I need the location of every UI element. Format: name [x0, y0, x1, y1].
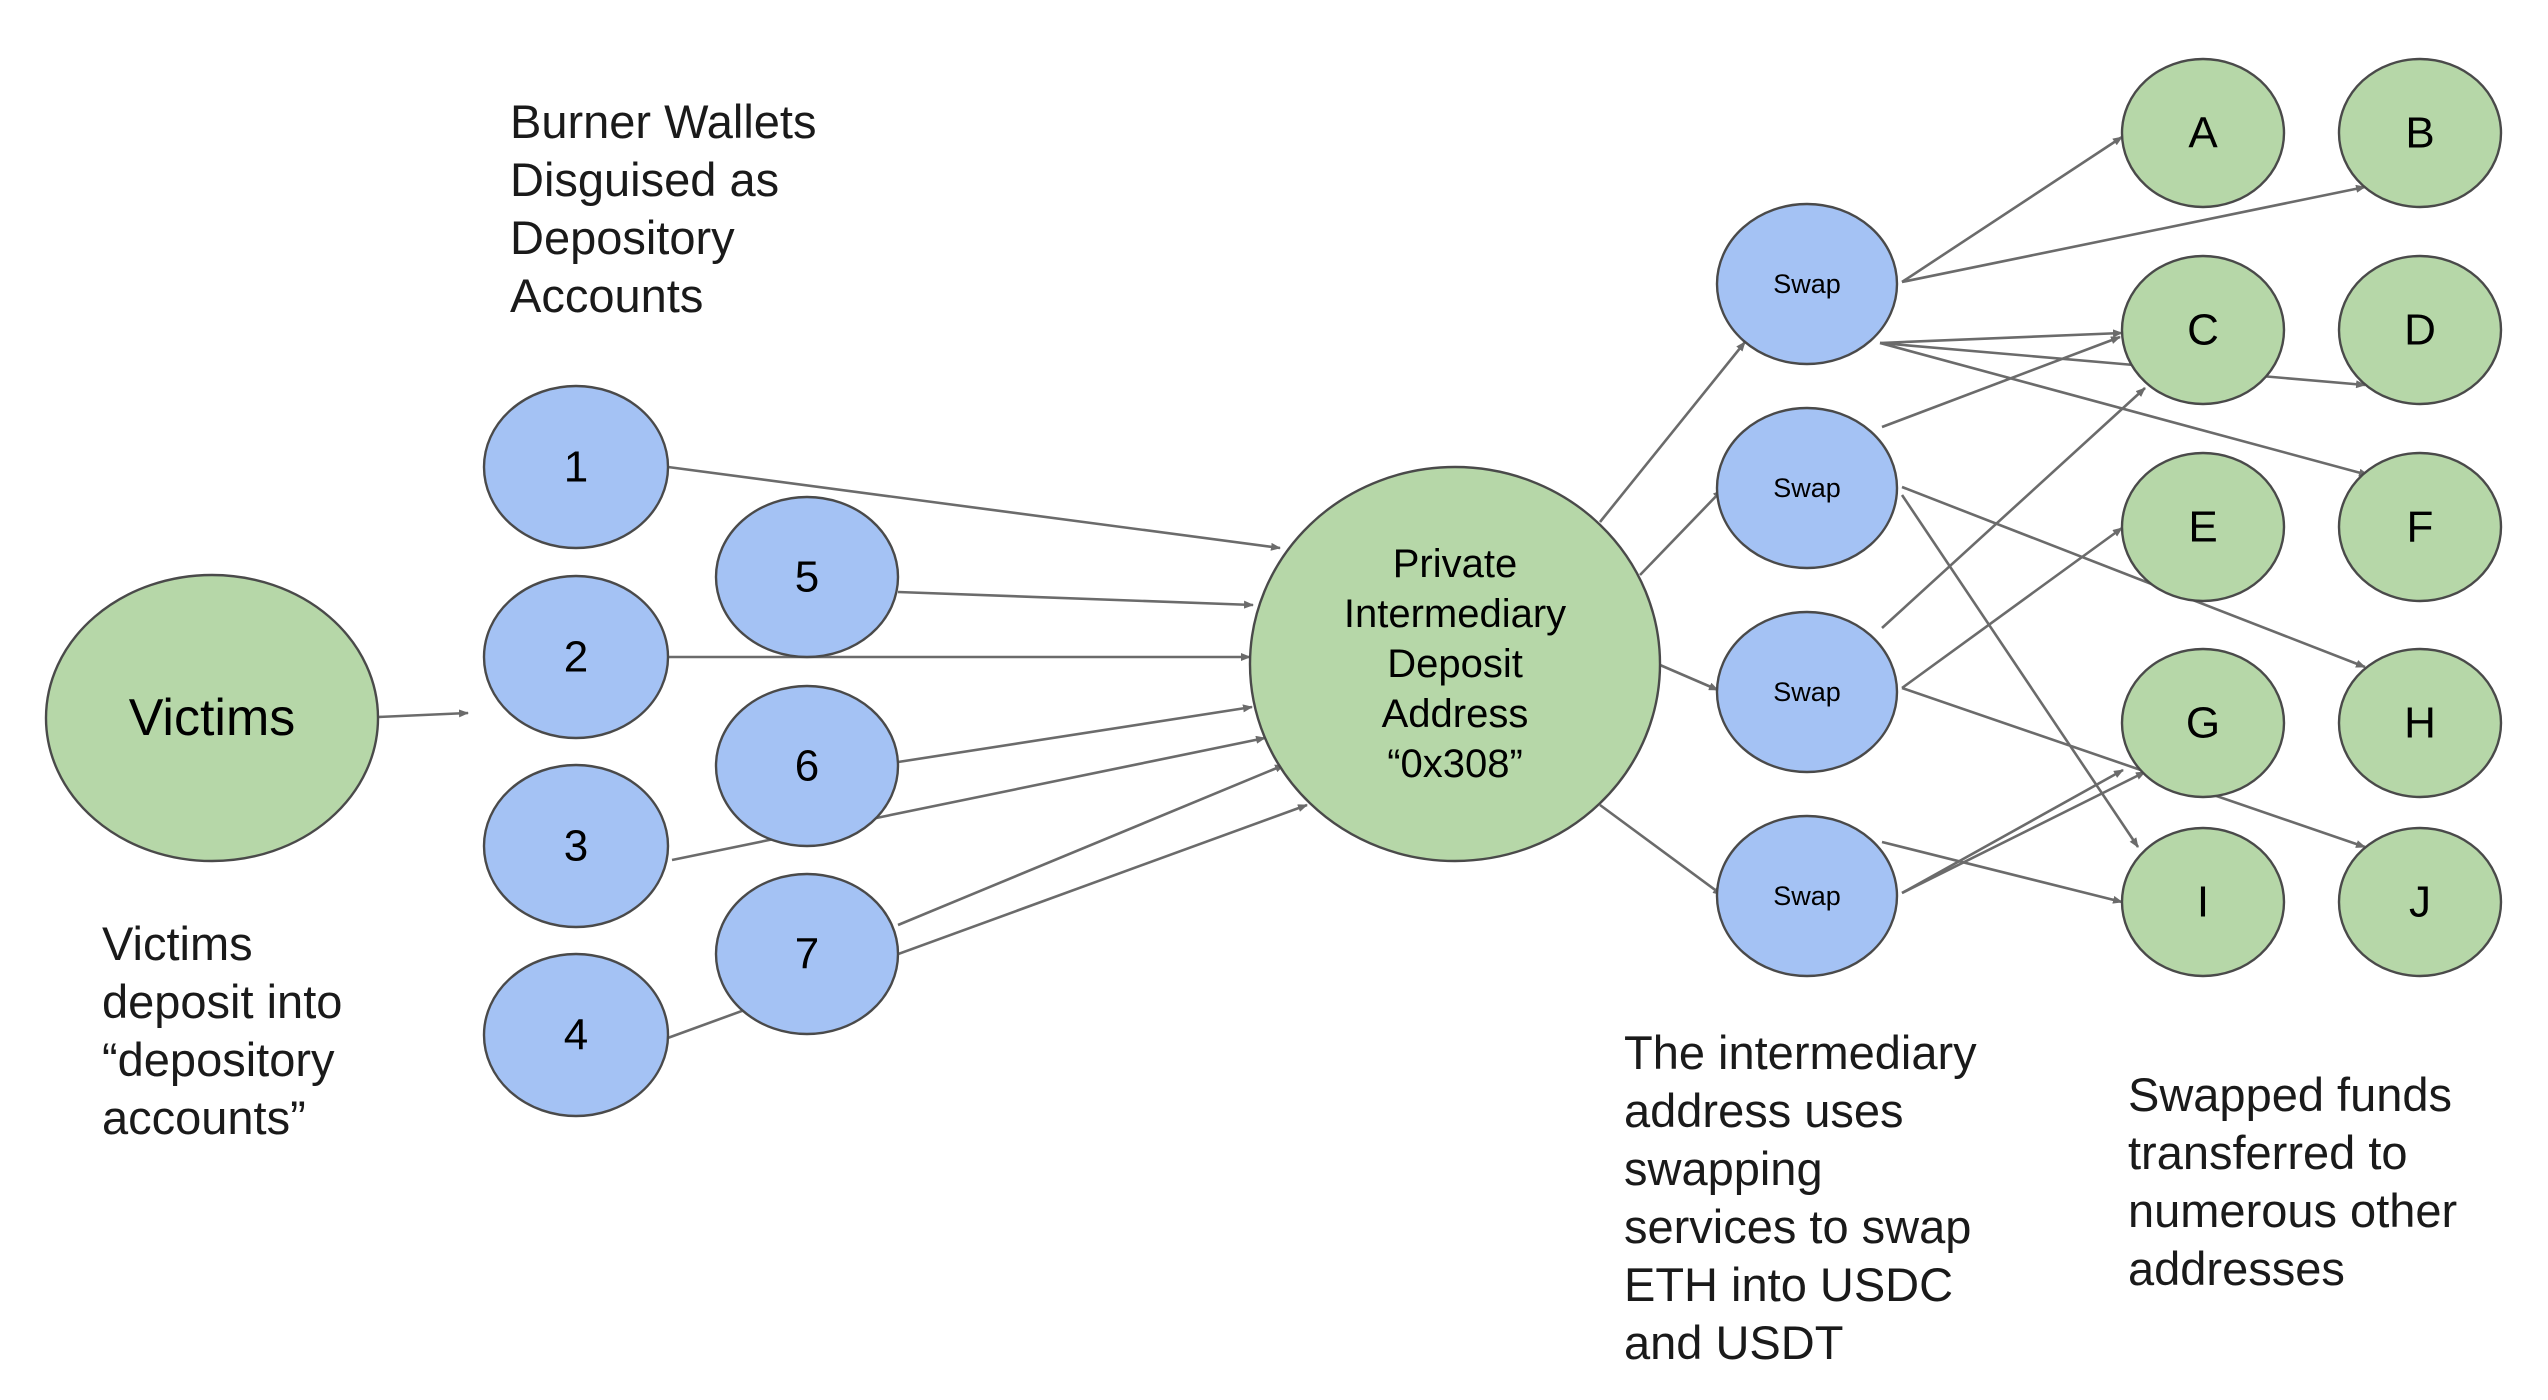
swap-node-3: Swap	[1715, 610, 1899, 774]
arrow-intermediary-to-swap-4	[1599, 803, 1723, 897]
destination-node-A: A	[2120, 57, 2286, 209]
victims-node: Victims	[44, 573, 380, 863]
wallet-label: 3	[564, 822, 588, 871]
swap-node-1: Swap	[1715, 202, 1899, 366]
arrow-swap-1-to-D	[1879, 341, 2366, 389]
arrow-swap-1-to-B	[1901, 184, 2366, 284]
destination-label: C	[2187, 306, 2219, 355]
intermediary-node: Private Intermediary Deposit Address “0x…	[1248, 465, 1662, 863]
destination-node-G: G	[2120, 647, 2286, 799]
arrow-swap-3-to-J	[1901, 686, 2366, 849]
caption-line: services to swap	[1624, 1200, 1972, 1253]
destination-node-E: E	[2120, 451, 2286, 603]
arrow-swap-4-to-G	[1901, 768, 2124, 895]
destination-node-I: I	[2120, 826, 2286, 978]
destination-label: I	[2197, 878, 2209, 927]
wallet-node-5: 5	[714, 495, 900, 659]
arrow-swap-2-to-I	[1900, 494, 2140, 848]
caption-line: The intermediary	[1624, 1026, 1977, 1079]
caption-line: Depository	[510, 211, 735, 264]
destination-label: A	[2188, 109, 2218, 158]
caption-line: Burner Wallets	[510, 95, 817, 148]
swap-label: Swap	[1773, 677, 1841, 707]
caption-line: “depository	[102, 1033, 335, 1086]
intermediary-label-line: Address	[1382, 692, 1529, 736]
wallet-node-7: 7	[714, 872, 900, 1036]
wallet-label: 4	[564, 1011, 588, 1060]
caption-line: addresses	[2128, 1242, 2345, 1295]
wallet-label: 7	[795, 930, 819, 979]
destination-node-F: F	[2337, 451, 2503, 603]
destination-label: D	[2404, 306, 2436, 355]
caption-line: Disguised as	[510, 153, 780, 206]
arrow-swap-1-to-C	[1879, 329, 2123, 345]
arrow-swap-3-to-C	[1881, 387, 2146, 629]
arrow-wallet-6-to-intermediary	[897, 704, 1253, 764]
arrow-intermediary-to-swap-2	[1639, 489, 1723, 576]
wallet-label: 2	[564, 633, 588, 682]
funds-transferred-caption: Swapped funds transferred to numerous ot…	[2128, 1066, 2457, 1298]
swap-label: Swap	[1773, 473, 1841, 503]
destination-node-C: C	[2120, 254, 2286, 406]
arrow-swap-2-to-H	[1901, 485, 2366, 669]
arrow-swap-4-to-I	[1881, 840, 2123, 904]
arrow-wallet-5-to-intermediary	[897, 590, 1254, 609]
caption-line: swapping	[1624, 1142, 1823, 1195]
victims-label: Victims	[129, 689, 296, 747]
wallet-node-2: 2	[482, 574, 670, 740]
caption-line: ETH into USDC	[1624, 1258, 1954, 1311]
wallet-node-4: 4	[482, 952, 670, 1118]
caption-line: transferred to	[2128, 1126, 2408, 1179]
wallet-node-3: 3	[482, 763, 670, 929]
destination-label: J	[2409, 878, 2431, 927]
destination-label: F	[2407, 503, 2434, 552]
intermediary-label-line: Private	[1393, 542, 1518, 586]
swap-services-caption: The intermediary address uses swapping s…	[1624, 1024, 1977, 1372]
caption-line: and USDT	[1624, 1316, 1844, 1369]
wallet-label: 6	[795, 742, 819, 791]
wallet-node-1: 1	[482, 384, 670, 550]
destination-node-H: H	[2337, 647, 2503, 799]
caption-line: address uses	[1624, 1084, 1904, 1137]
swap-label: Swap	[1773, 881, 1841, 911]
caption-line: Victims	[102, 917, 253, 970]
burner-wallets-caption: Burner Wallets Disguised as Depository A…	[510, 93, 816, 325]
wallet-label: 5	[795, 553, 819, 602]
arrow-wallet-1-to-intermediary	[667, 465, 1281, 551]
caption-line: numerous other	[2128, 1184, 2458, 1237]
arrow-swap-1-to-A	[1901, 135, 2123, 284]
caption-line: deposit into	[102, 975, 343, 1028]
destination-label: G	[2186, 699, 2220, 748]
arrow-wallet-7-to-intermediary	[897, 763, 1285, 927]
destination-node-D: D	[2337, 254, 2503, 406]
arrow-swap-2-to-C	[1881, 335, 2121, 429]
victims-deposit-caption: Victims deposit into “depository account…	[102, 915, 342, 1147]
swap-node-2: Swap	[1715, 406, 1899, 570]
intermediary-label-line: Deposit	[1387, 642, 1523, 686]
destination-label: B	[2405, 109, 2434, 158]
arrow-swap-4-to-G-2	[1901, 770, 2146, 895]
swap-node-4: Swap	[1715, 814, 1899, 978]
arrow-swap-3-to-E	[1901, 526, 2123, 690]
arrow-swap-1-to-F	[1879, 341, 2369, 477]
intermediary-label-line: Intermediary	[1344, 592, 1566, 636]
arrow-intermediary-to-swap-3	[1659, 663, 1719, 692]
destination-label: H	[2404, 699, 2436, 748]
caption-line: accounts”	[102, 1091, 306, 1144]
caption-line: Accounts	[510, 269, 704, 322]
destination-node-J: J	[2337, 826, 2503, 978]
arrow-intermediary-to-swap-1	[1598, 341, 1747, 523]
caption-line: Swapped funds	[2128, 1068, 2453, 1121]
destination-label: E	[2188, 503, 2217, 552]
intermediary-label-line: “0x308”	[1387, 742, 1523, 786]
swap-label: Swap	[1773, 269, 1841, 299]
arrow-victims-to-wallets	[377, 709, 469, 719]
wallet-label: 1	[564, 443, 588, 492]
wallet-node-6: 6	[714, 684, 900, 848]
destination-node-B: B	[2337, 57, 2503, 209]
